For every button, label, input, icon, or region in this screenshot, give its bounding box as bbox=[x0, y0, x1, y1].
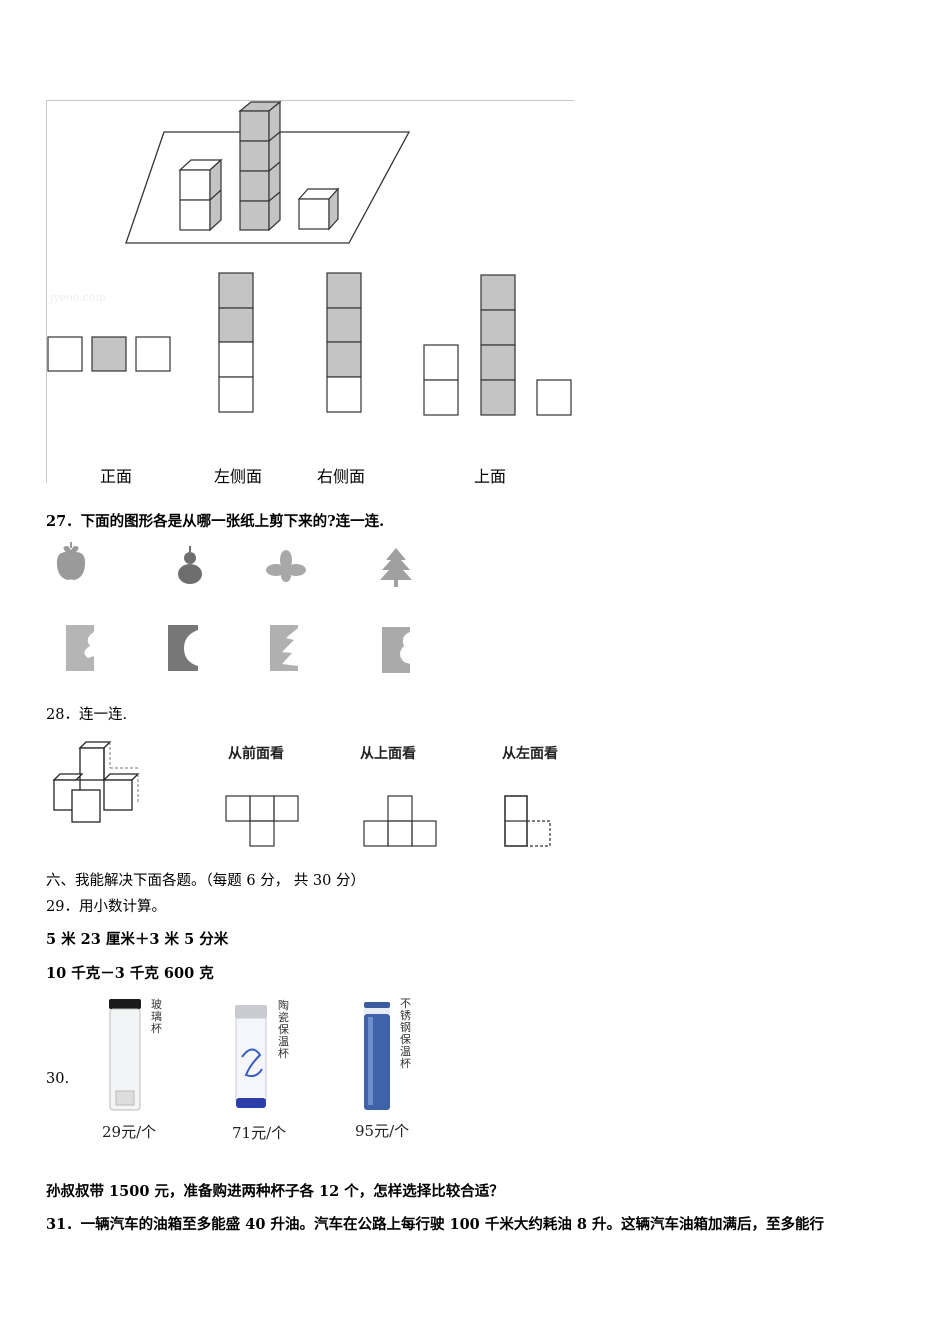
clover-shape-icon bbox=[266, 550, 306, 582]
q28-view-shapes bbox=[225, 795, 551, 847]
tree-shape-icon bbox=[380, 548, 412, 587]
heading-front-view: 从前面看 bbox=[228, 746, 284, 762]
heading-top-view: 从上面看 bbox=[360, 746, 416, 762]
q28-solid-figure bbox=[52, 741, 140, 823]
heading-left-view: 从左面看 bbox=[502, 746, 558, 762]
gourd-shape-icon bbox=[178, 546, 202, 584]
top-view-shape bbox=[363, 795, 437, 847]
figure-frame bbox=[46, 100, 574, 483]
question-31-text: 31．一辆汽车的油箱至多能盛 40 升油。汽车在公路上每行驶 100 千米大约耗… bbox=[46, 1216, 824, 1233]
left-view-shape bbox=[504, 795, 551, 847]
paper-tree-cut-icon bbox=[270, 625, 298, 671]
question-29-line-2: 10 千克－3 千克 600 克 bbox=[46, 965, 214, 982]
question-27-title: 27．下面的图形各是从哪一张纸上剪下来的?连一连. bbox=[46, 513, 385, 530]
cup-name-steel: 不锈钢保温杯 bbox=[400, 997, 411, 1070]
glass-cup-icon bbox=[109, 999, 141, 1111]
ceramic-cup-icon bbox=[235, 1005, 267, 1108]
question-28-title: 28．连一连. bbox=[46, 707, 128, 723]
paper-apple-half-cut-icon bbox=[382, 627, 410, 673]
question-29-line-1: 5 米 23 厘米＋3 米 5 分米 bbox=[46, 931, 229, 948]
question-30-number: 30. bbox=[46, 1071, 70, 1087]
label-right-view: 右侧面 bbox=[317, 467, 366, 486]
cup-name-glass: 玻璃杯 bbox=[151, 998, 162, 1035]
q27-shapes bbox=[56, 542, 412, 673]
price-steel: 95元/个 bbox=[355, 1122, 410, 1140]
question-29-title: 29．用小数计算。 bbox=[46, 899, 166, 915]
paper-gourd-cut-icon bbox=[168, 625, 198, 671]
question-30-text: 孙叔叔带 1500 元，准备购进两种杯子各 12 个，怎样选择比较合适？ bbox=[46, 1183, 504, 1200]
cup-name-ceramic: 陶瓷保温杯 bbox=[278, 999, 289, 1060]
label-front-view: 正面 bbox=[100, 467, 133, 486]
steel-cup-icon bbox=[364, 1002, 390, 1110]
cube-arrangement-figure bbox=[47, 100, 572, 416]
apple-shape-icon bbox=[56, 542, 86, 580]
watermark: jyeoo.com bbox=[50, 291, 106, 304]
price-ceramic: 71元/个 bbox=[232, 1124, 287, 1142]
price-glass: 29元/个 bbox=[102, 1123, 157, 1141]
label-left-view: 左侧面 bbox=[214, 467, 263, 486]
label-top-view: 上面 bbox=[474, 467, 507, 486]
paper-apple-cut-icon bbox=[66, 625, 94, 671]
section-6-title: 六、我能解决下面各题。（每题 6 分， 共 30 分） bbox=[46, 873, 365, 889]
q30-cups bbox=[109, 999, 390, 1111]
front-view-shape bbox=[225, 795, 299, 847]
